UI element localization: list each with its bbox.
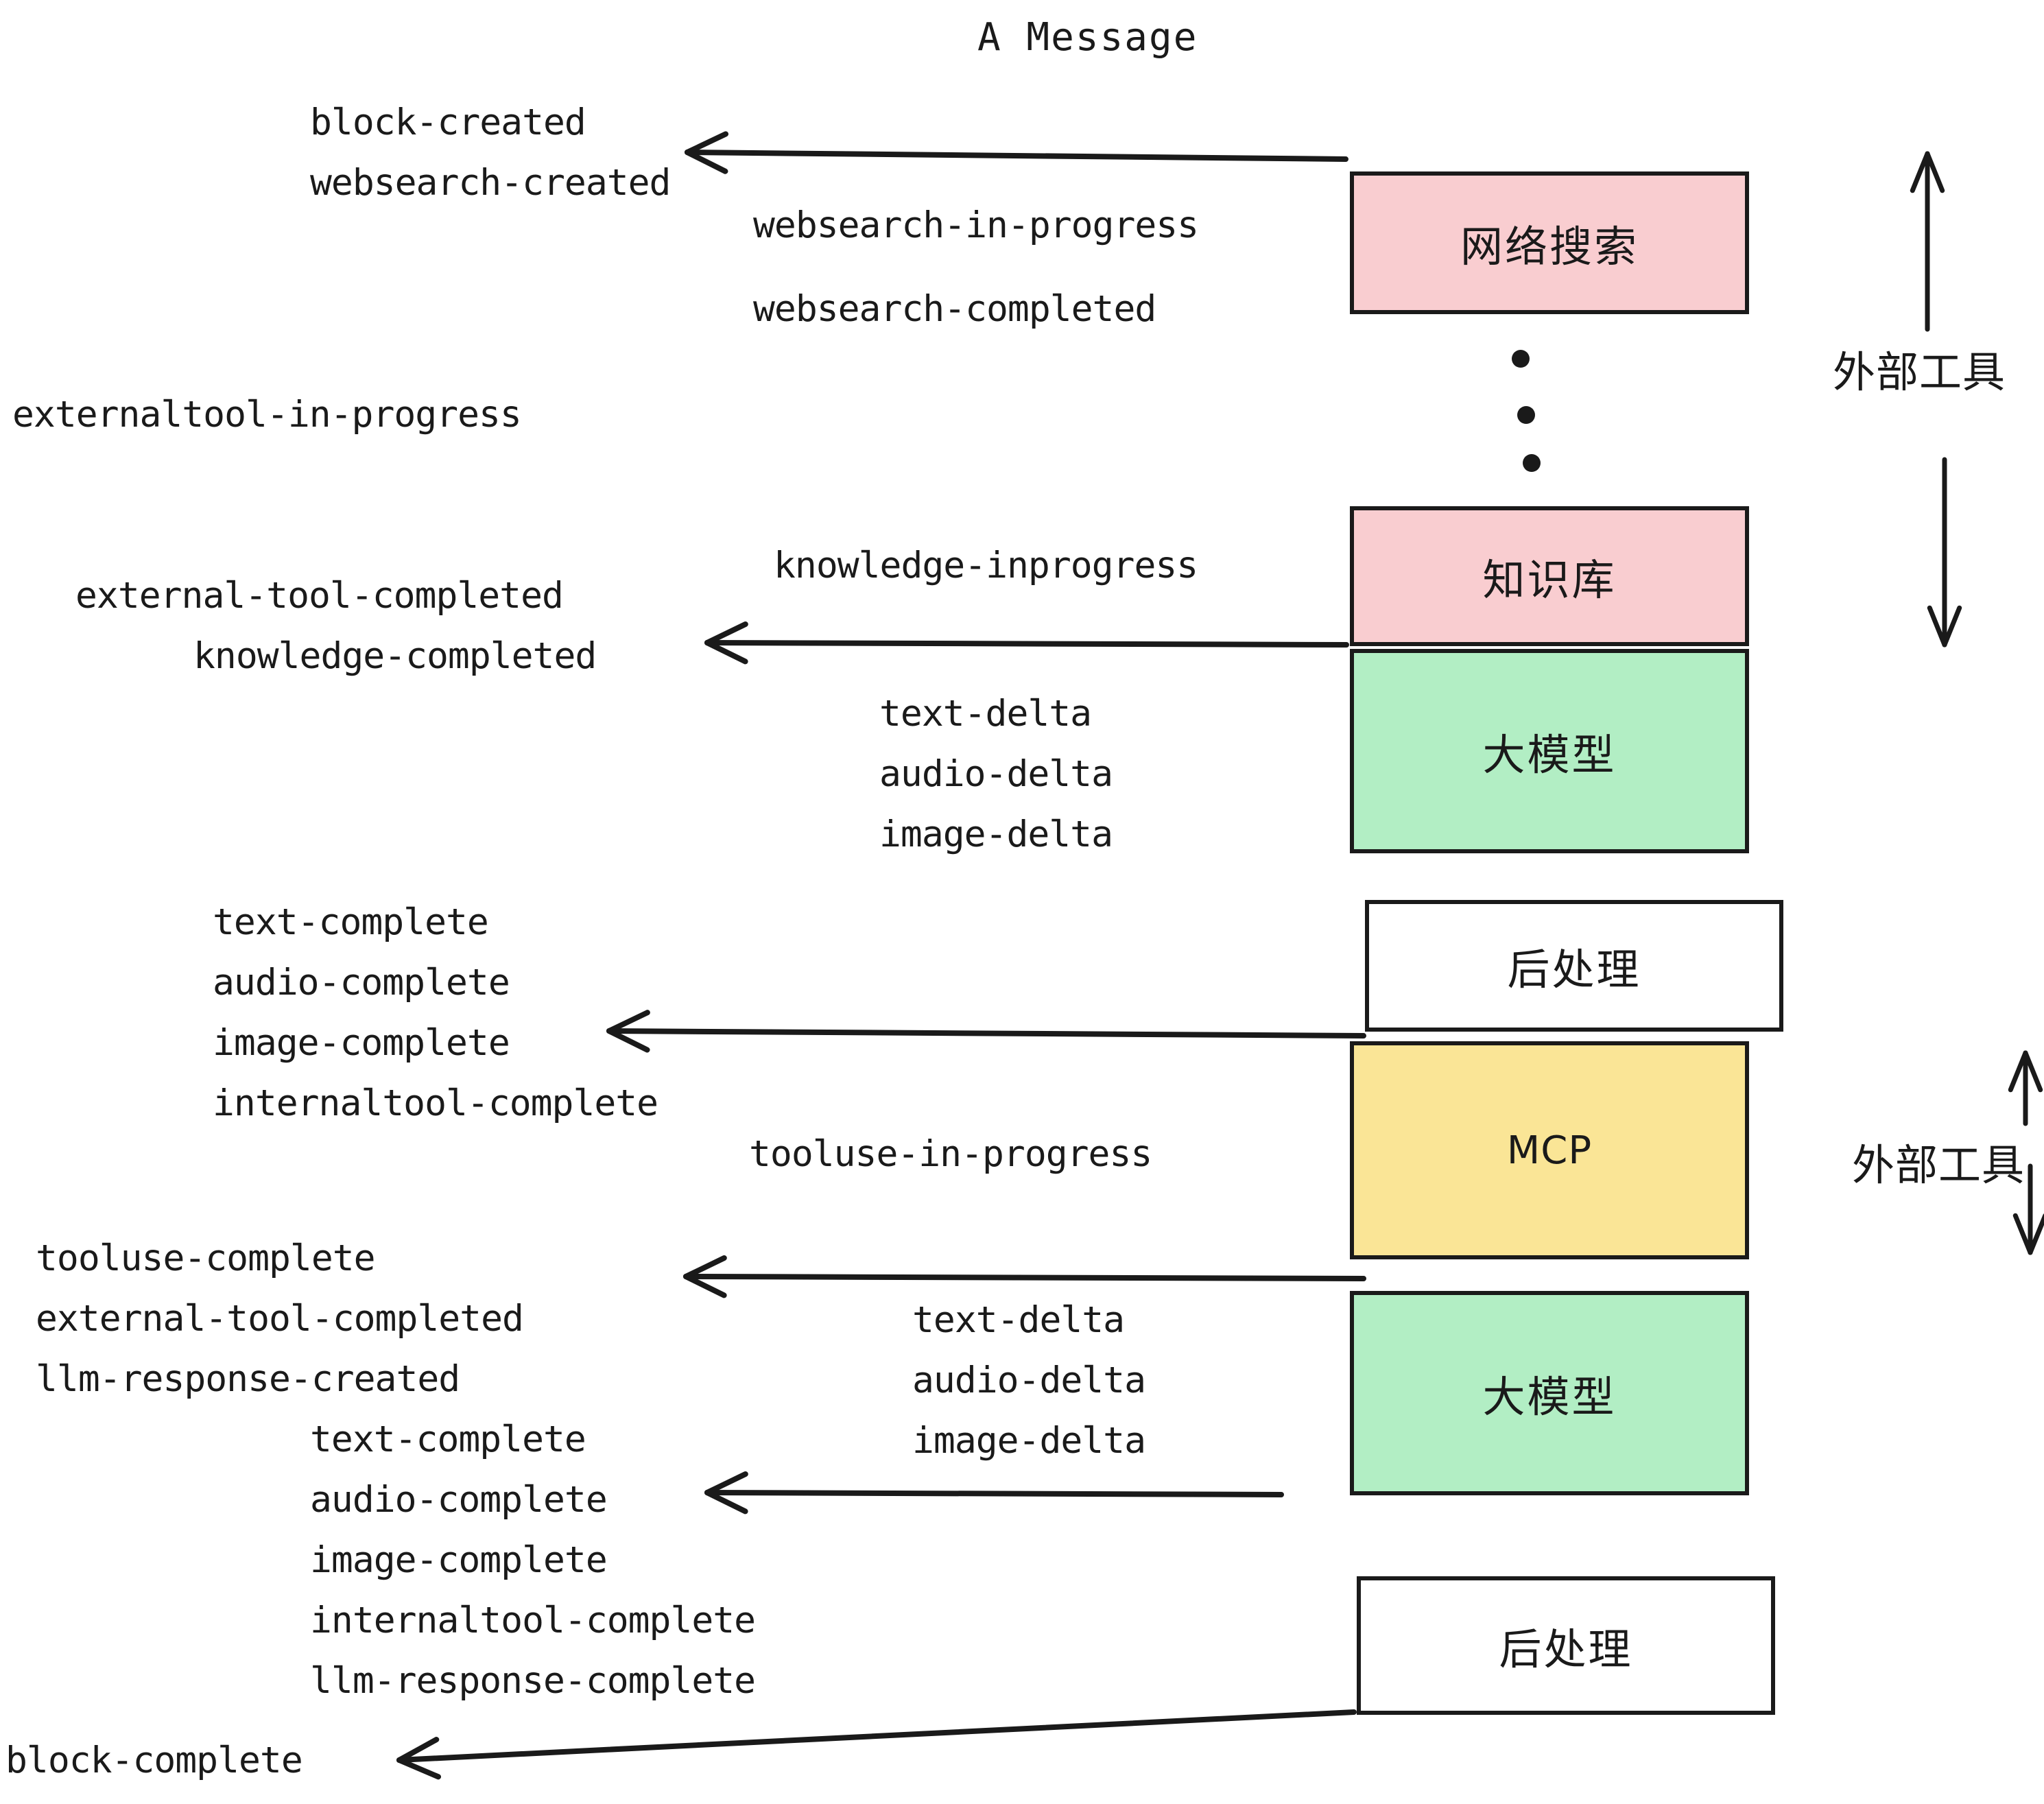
arrow-image-complete [606, 1010, 1366, 1053]
event-label-image-delta-1: image-delta [879, 814, 1113, 855]
event-label-external-tool-completed-2: external-tool-completed [36, 1298, 524, 1340]
event-label-text-complete-2: text-complete [310, 1419, 586, 1460]
event-label-knowledge-inprogress: knowledge-inprogress [774, 545, 1198, 586]
event-label-image-complete-1: image-complete [213, 1022, 510, 1064]
event-label-tooluse-in-progress: tooluse-in-progress [749, 1133, 1152, 1175]
ellipsis-dot-3 [1523, 454, 1541, 472]
event-label-image-complete-2: image-complete [310, 1539, 608, 1581]
arrow-audio-complete [704, 1471, 1284, 1515]
event-label-audio-complete-1: audio-complete [213, 962, 510, 1004]
box-mcp: MCP [1350, 1041, 1749, 1259]
event-label-image-delta-2: image-delta [912, 1420, 1146, 1462]
event-label-externaltool-in-progress: externaltool-in-progress [12, 394, 522, 436]
page-title: A Message [977, 15, 1198, 60]
box-knowledge: 知识库 [1350, 506, 1749, 646]
arrow-knowledge-done [704, 621, 1349, 665]
box-llm-2: 大模型 [1350, 1291, 1749, 1495]
side-label-external-tools-top: 外部工具 [1833, 347, 2006, 397]
ext-tools-down-top [1927, 457, 1962, 648]
event-label-audio-complete-2: audio-complete [310, 1479, 608, 1521]
arrow-block-complete [396, 1709, 1357, 1780]
event-label-block-complete: block-complete [5, 1740, 303, 1781]
event-label-websearch-in-progress: websearch-in-progress [753, 204, 1199, 246]
event-label-internaltool-complete-1: internaltool-complete [213, 1082, 658, 1124]
event-label-audio-delta-2: audio-delta [912, 1360, 1146, 1401]
event-label-internaltool-complete-2: internaltool-complete [310, 1600, 756, 1641]
event-label-tooluse-complete: tooluse-complete [36, 1237, 376, 1279]
ellipsis-dot-2 [1517, 406, 1535, 424]
event-label-websearch-created: websearch-created [310, 162, 671, 204]
box-websearch: 网络搜索 [1350, 171, 1749, 314]
ellipsis-dot-1 [1512, 350, 1530, 368]
box-llm-1: 大模型 [1350, 649, 1749, 853]
event-label-llm-response-complete: llm-response-complete [310, 1660, 756, 1702]
event-label-text-complete-1: text-complete [213, 901, 489, 943]
event-label-text-delta-1: text-delta [879, 693, 1092, 735]
event-label-external-tool-completed-1: external-tool-completed [75, 575, 564, 617]
side-label-external-tools-bottom: 外部工具 [1852, 1140, 2025, 1190]
event-label-websearch-completed: websearch-completed [753, 288, 1156, 330]
arrow-tooluse-complete [683, 1255, 1366, 1298]
ext-tools-up-top [1910, 151, 1945, 332]
event-label-block-created: block-created [310, 102, 586, 143]
event-label-llm-response-created: llm-response-created [36, 1358, 460, 1400]
box-postprocess-1: 后处理 [1365, 900, 1783, 1032]
event-label-knowledge-completed: knowledge-completed [193, 635, 597, 677]
ext-tools-up-bot [2008, 1050, 2043, 1126]
event-label-text-delta-2: text-delta [912, 1299, 1125, 1341]
box-postprocess-2: 后处理 [1357, 1576, 1775, 1715]
event-label-audio-delta-1: audio-delta [879, 753, 1113, 795]
arrow-block-created [685, 131, 1348, 174]
